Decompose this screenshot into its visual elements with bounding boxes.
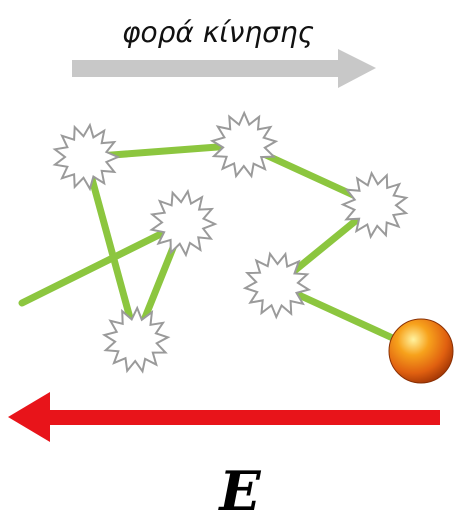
path-segment-7	[18, 219, 187, 307]
collision-burst-icon	[209, 110, 279, 179]
collision-points	[52, 110, 409, 374]
electric-field-label: E	[217, 459, 261, 523]
motion-direction-arrow	[72, 49, 376, 88]
collision-burst-icon	[242, 251, 312, 320]
charged-particle-icon	[388, 318, 454, 384]
electric-field-arrow	[8, 392, 440, 442]
motion-direction-label: φορά κίνησης	[122, 16, 314, 49]
path-segment-5	[82, 153, 140, 344]
collision-burst-icon	[149, 188, 218, 258]
collision-burst-icon	[340, 170, 409, 240]
collision-burst-icon	[101, 305, 171, 374]
collision-burst-icon	[52, 122, 121, 192]
